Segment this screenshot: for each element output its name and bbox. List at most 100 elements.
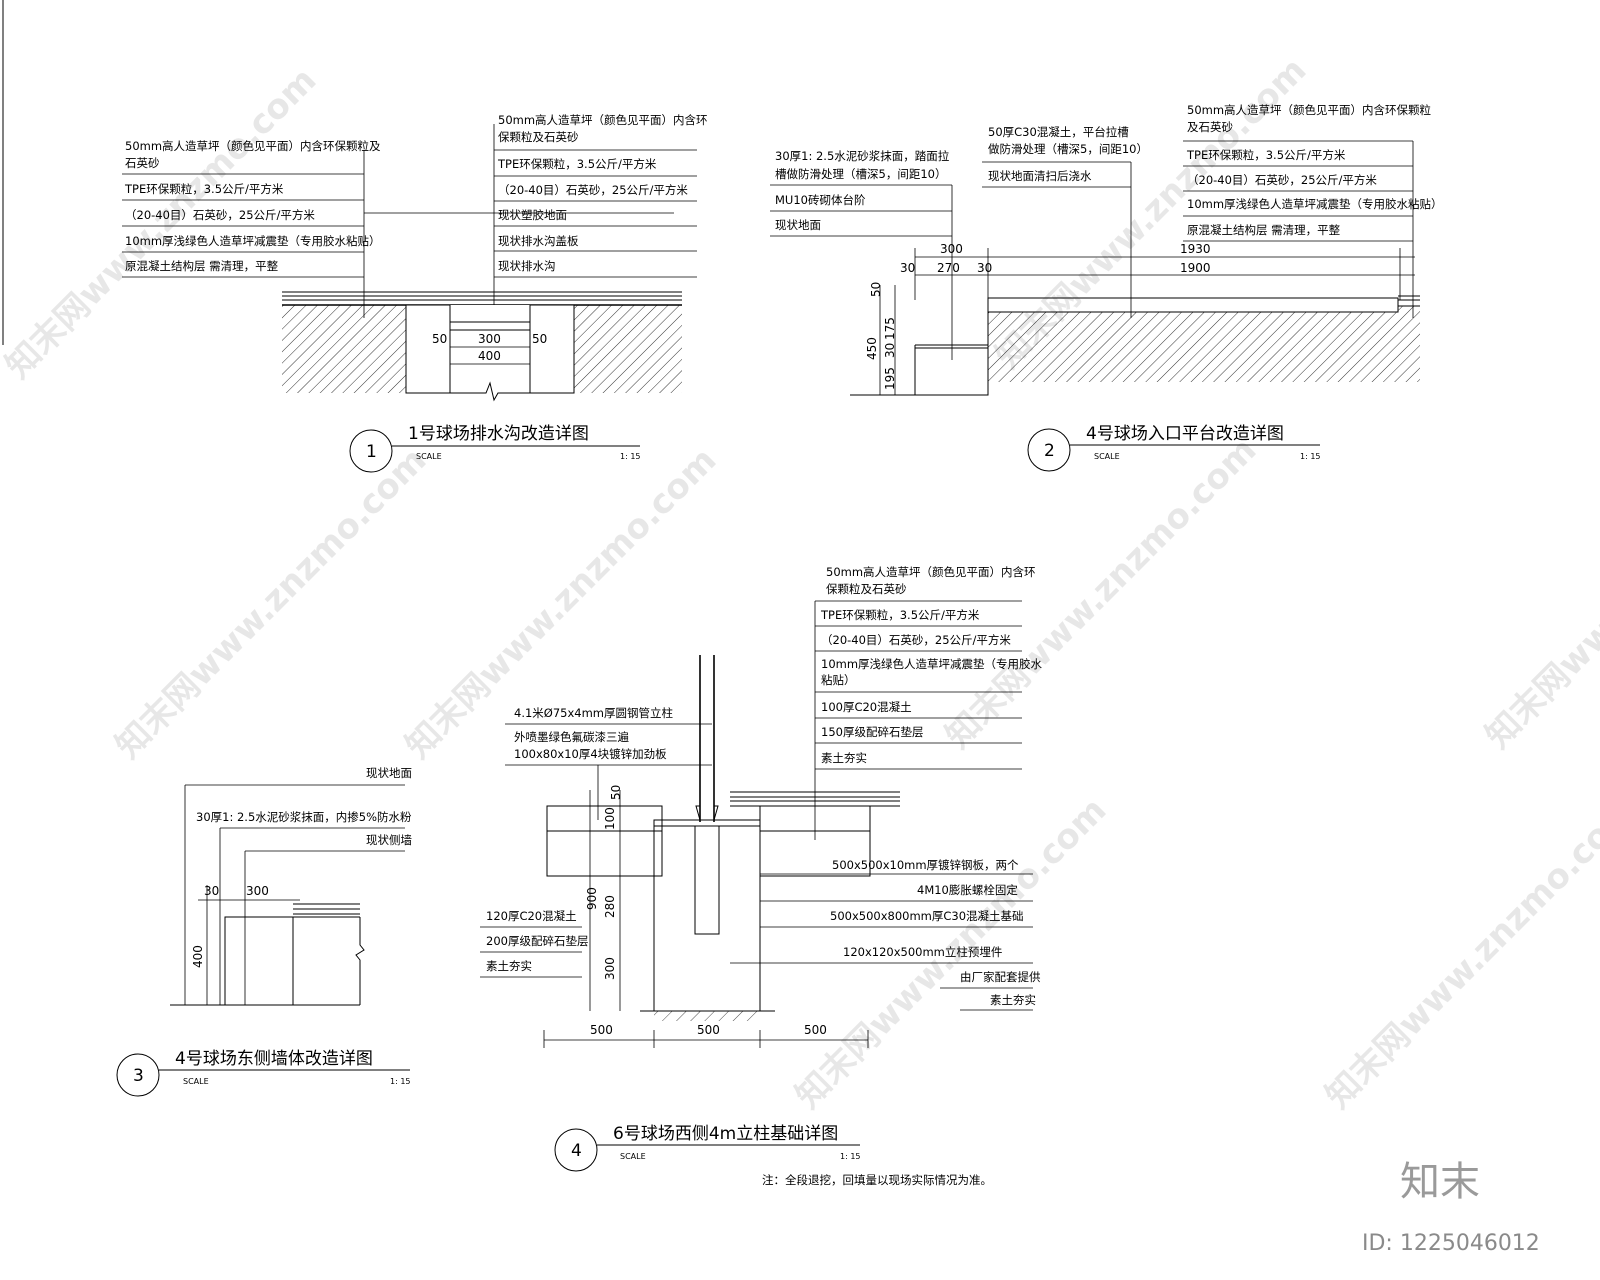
detail-2-entrance-platform: 30厚1: 2.5水泥砂浆抹面，踏面拉 槽做防滑处理（槽深5，间距10） MU1… [770, 103, 1443, 472]
detail-1-title: 1号球场排水沟改造详图 [408, 424, 589, 444]
svg-text:素土夯实: 素土夯实 [990, 993, 1036, 1007]
svg-text:粘贴）: 粘贴） [821, 673, 856, 687]
svg-text:SCALE: SCALE [620, 1152, 646, 1161]
svg-text:1900: 1900 [1180, 261, 1211, 275]
svg-text:450: 450 [865, 337, 879, 360]
svg-text:50mm高人造草坪（颜色见平面）内含环保颗粒: 50mm高人造草坪（颜色见平面）内含环保颗粒 [1187, 103, 1431, 117]
svg-text:4.1米Ø75x4mm厚圆钢管立柱: 4.1米Ø75x4mm厚圆钢管立柱 [514, 706, 674, 720]
detail-2-title: 4号球场入口平台改造详图 [1086, 424, 1284, 444]
svg-text:500: 500 [590, 1023, 613, 1037]
svg-text:500: 500 [804, 1023, 827, 1037]
svg-text:由厂家配套提供: 由厂家配套提供 [960, 970, 1041, 984]
svg-text:195: 195 [883, 367, 897, 390]
svg-text:TPE环保颗粒，3.5公斤/平方米: TPE环保颗粒，3.5公斤/平方米 [1186, 148, 1346, 162]
svg-text:120x120x500mm立柱预埋件: 120x120x500mm立柱预埋件 [843, 945, 1002, 959]
svg-text:素土夯实: 素土夯实 [821, 751, 867, 765]
svg-text:280: 280 [603, 895, 617, 918]
svg-text:100x80x10厚4块镀锌加劲板: 100x80x10厚4块镀锌加劲板 [514, 747, 667, 761]
svg-text:500: 500 [697, 1023, 720, 1037]
svg-text:保颗粒及石英砂: 保颗粒及石英砂 [826, 582, 907, 596]
svg-text:现状侧墙: 现状侧墙 [366, 833, 412, 847]
footnote: 注：全段退挖，回填量以现场实际情况为准。 [762, 1173, 992, 1187]
svg-text:300: 300 [478, 332, 501, 346]
detail-1-number: 1 [366, 442, 377, 462]
svg-text:50厚C30混凝土，平台拉槽: 50厚C30混凝土，平台拉槽 [988, 125, 1129, 139]
svg-text:900: 900 [585, 887, 599, 910]
image-id-label: ID: 1225046012 [1362, 1231, 1540, 1256]
brand-logo-text: 知末 [1400, 1159, 1480, 1205]
svg-text:270: 270 [937, 261, 960, 275]
watermark-text: 知末网www.znzmo.com [1318, 790, 1600, 1116]
svg-text:10mm厚浅绿色人造草坪减震垫（专用胶水: 10mm厚浅绿色人造草坪减震垫（专用胶水 [821, 657, 1043, 671]
svg-text:1: 15: 1: 15 [840, 1152, 861, 1161]
svg-text:1: 15: 1: 15 [390, 1077, 411, 1086]
svg-text:10mm厚浅绿色人造草坪减震垫（专用胶水粘贴）: 10mm厚浅绿色人造草坪减震垫（专用胶水粘贴） [1187, 197, 1443, 211]
svg-text:外喷墨绿色氟碳漆三遍: 外喷墨绿色氟碳漆三遍 [514, 730, 629, 744]
detail-3-number: 3 [133, 1066, 144, 1086]
detail-1-drainage-ditch: 50mm高人造草坪（颜色见平面）内含环保颗粒及 石英砂 TPE环保颗粒，3.5公… [122, 113, 708, 473]
svg-text:4M10膨胀螺栓固定: 4M10膨胀螺栓固定 [917, 883, 1018, 897]
svg-text:50mm高人造草坪（颜色见平面）内含环: 50mm高人造草坪（颜色见平面）内含环 [498, 113, 708, 127]
watermark-text: 知末网www.znzmo.com [938, 430, 1264, 756]
watermark-text: 知末网www.znzmo.com [108, 440, 434, 766]
svg-text:及石英砂: 及石英砂 [1187, 120, 1233, 134]
svg-text:（20-40目）石英砂，25公斤/平方米: （20-40目）石英砂，25公斤/平方米 [125, 208, 315, 222]
svg-text:50: 50 [869, 282, 883, 297]
detail-4-low-left-notes: 120厚C20混凝土 200厚级配碎石垫层 素土夯实 [480, 909, 588, 978]
svg-text:500x500x10mm厚镀锌钢板，两个: 500x500x10mm厚镀锌钢板，两个 [832, 858, 1019, 872]
svg-text:石英砂: 石英砂 [125, 156, 160, 170]
svg-text:500x500x800mm厚C30混凝土基础: 500x500x800mm厚C30混凝土基础 [830, 909, 1024, 923]
svg-text:现状地面: 现状地面 [366, 766, 412, 780]
svg-text:现状塑胶地面: 现状塑胶地面 [498, 208, 567, 222]
svg-text:TPE环保颗粒，3.5公斤/平方米: TPE环保颗粒，3.5公斤/平方米 [124, 182, 284, 196]
svg-text:TPE环保颗粒，3.5公斤/平方米: TPE环保颗粒，3.5公斤/平方米 [497, 157, 657, 171]
svg-text:30: 30 [900, 261, 915, 275]
svg-text:30厚1: 2.5水泥砂浆抹面，踏面拉: 30厚1: 2.5水泥砂浆抹面，踏面拉 [775, 149, 950, 163]
svg-text:（20-40目）石英砂，25公斤/平方米: （20-40目）石英砂，25公斤/平方米 [498, 183, 688, 197]
svg-text:50: 50 [609, 785, 623, 800]
svg-text:SCALE: SCALE [1094, 452, 1120, 461]
svg-text:现状地面: 现状地面 [775, 218, 821, 232]
svg-text:400: 400 [478, 349, 501, 363]
svg-text:10mm厚浅绿色人造草坪减震垫（专用胶水粘贴）: 10mm厚浅绿色人造草坪减震垫（专用胶水粘贴） [125, 234, 381, 248]
svg-text:50mm高人造草坪（颜色见平面）内含环保颗粒及: 50mm高人造草坪（颜色见平面）内含环保颗粒及 [125, 139, 381, 153]
detail-4-left-notes: 4.1米Ø75x4mm厚圆钢管立柱 外喷墨绿色氟碳漆三遍 100x80x10厚4… [505, 706, 712, 820]
detail-4-top-notes: 50mm高人造草坪（颜色见平面）内含环 保颗粒及石英砂 TPE环保颗粒，3.5公… [814, 565, 1043, 840]
svg-text:（20-40目）石英砂，25公斤/平方米: （20-40目）石英砂，25公斤/平方米 [821, 633, 1011, 647]
svg-text:1930: 1930 [1180, 242, 1211, 256]
svg-text:120厚C20混凝土: 120厚C20混凝土 [486, 909, 577, 923]
svg-text:原混凝土结构层 需清理，平整: 原混凝土结构层 需清理，平整 [125, 259, 279, 273]
svg-text:MU10砖砌体台阶: MU10砖砌体台阶 [775, 193, 866, 207]
detail-3-east-wall: 现状地面 30厚1: 2.5水泥砂浆抹面，内掺5%防水粉 现状侧墙 30 300… [116, 766, 412, 1097]
svg-text:现状地面清扫后浇水: 现状地面清扫后浇水 [988, 169, 1092, 183]
detail-1-right-notes: 50mm高人造草坪（颜色见平面）内含环 保颗粒及石英砂 TPE环保颗粒，3.5公… [493, 113, 708, 318]
svg-text:200厚级配碎石垫层: 200厚级配碎石垫层 [486, 934, 588, 948]
svg-text:现状排水沟盖板: 现状排水沟盖板 [498, 234, 579, 248]
svg-text:保颗粒及石英砂: 保颗粒及石英砂 [498, 130, 579, 144]
detail-1-left-notes: 50mm高人造草坪（颜色见平面）内含环保颗粒及 石英砂 TPE环保颗粒，3.5公… [122, 139, 674, 318]
detail-4-right-notes: 500x500x10mm厚镀锌钢板，两个 4M10膨胀螺栓固定 500x500x… [730, 858, 1041, 1011]
watermark-text: 知末网www.znzmo.com [1478, 430, 1600, 756]
svg-text:原混凝土结构层 需清理，平整: 原混凝土结构层 需清理，平整 [1187, 223, 1341, 237]
svg-text:30: 30 [977, 261, 992, 275]
detail-2-left-notes: 30厚1: 2.5水泥砂浆抹面，踏面拉 槽做防滑处理（槽深5，间距10） MU1… [770, 149, 953, 360]
svg-text:30: 30 [883, 343, 897, 358]
detail-2-mid-notes: 50厚C30混凝土，平台拉槽 做防滑处理（槽深5，间距10） 现状地面清扫后浇水 [982, 125, 1148, 318]
svg-text:175: 175 [883, 317, 897, 340]
svg-text:1: 15: 1: 15 [620, 452, 641, 461]
svg-text:50mm高人造草坪（颜色见平面）内含环: 50mm高人造草坪（颜色见平面）内含环 [826, 565, 1036, 579]
svg-text:30: 30 [204, 884, 219, 898]
detail-4-title: 6号球场西侧4m立柱基础详图 [613, 1124, 838, 1144]
detail-4-number: 4 [571, 1141, 582, 1161]
detail-2-right-notes: 50mm高人造草坪（颜色见平面）内含环保颗粒 及石英砂 TPE环保颗粒，3.5公… [1183, 103, 1443, 318]
svg-text:做防滑处理（槽深5，间距10）: 做防滑处理（槽深5，间距10） [988, 142, 1148, 156]
svg-text:100厚C20混凝土: 100厚C20混凝土 [821, 700, 912, 714]
svg-text:30厚1: 2.5水泥砂浆抹面，内掺5%防水粉: 30厚1: 2.5水泥砂浆抹面，内掺5%防水粉 [196, 810, 412, 824]
svg-text:素土夯实: 素土夯实 [486, 959, 532, 973]
svg-text:300: 300 [940, 242, 963, 256]
svg-text:50: 50 [532, 332, 547, 346]
svg-text:（20-40目）石英砂，25公斤/平方米: （20-40目）石英砂，25公斤/平方米 [1187, 173, 1377, 187]
svg-text:150厚级配碎石垫层: 150厚级配碎石垫层 [821, 725, 923, 739]
svg-text:400: 400 [191, 945, 205, 968]
